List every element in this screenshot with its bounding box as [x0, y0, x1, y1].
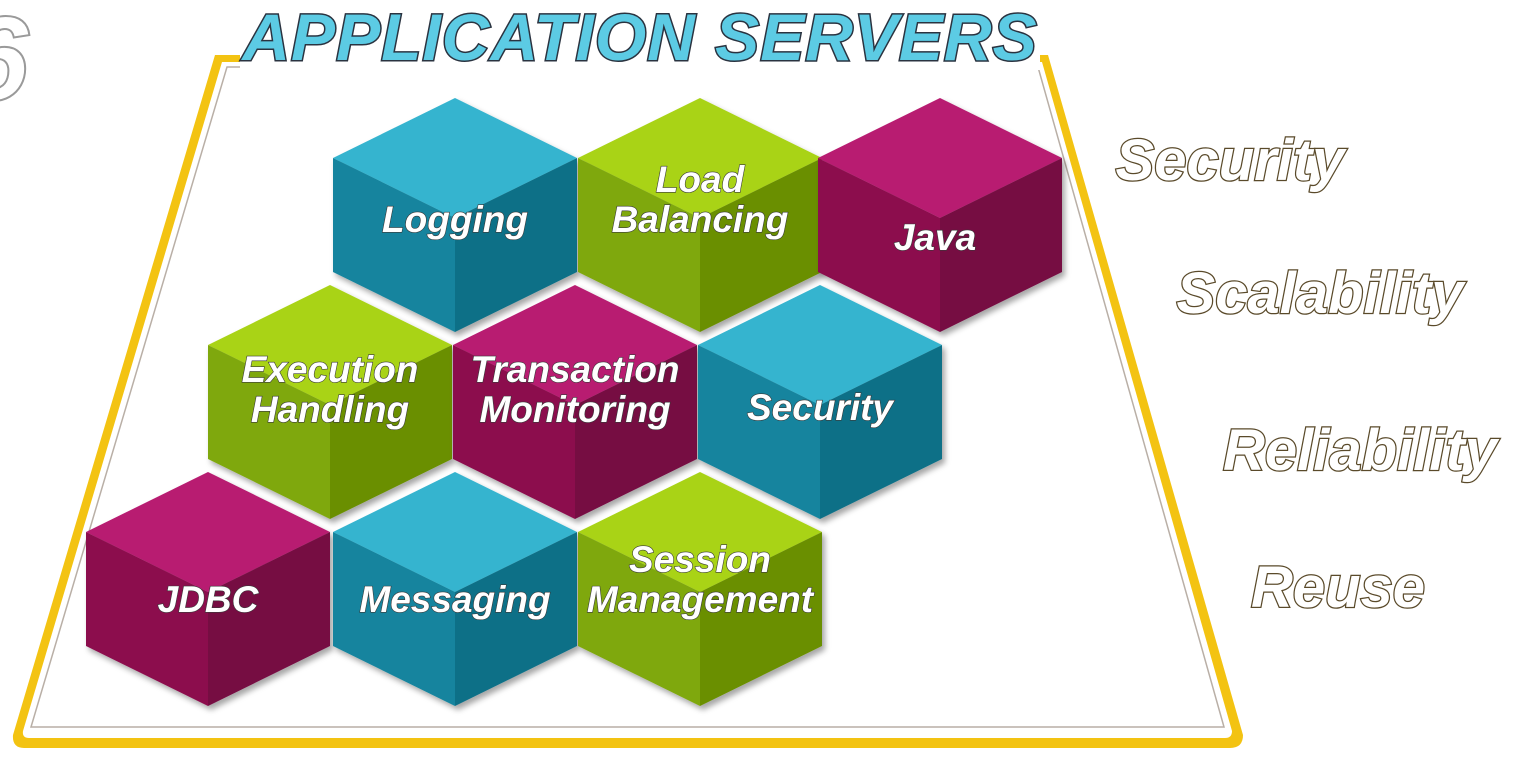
- cube-right-face: [455, 532, 577, 706]
- cube-logging: [333, 98, 577, 332]
- cube-label-logging: Logging: [382, 199, 528, 240]
- benefit-security: Security: [1116, 128, 1348, 193]
- cube-label-line: Balancing: [612, 199, 789, 240]
- benefit-reliability: Reliability: [1223, 418, 1500, 483]
- cube-left-face: [818, 158, 940, 332]
- benefit-scalability: Scalability: [1177, 261, 1467, 326]
- cube-label-line: Java: [894, 217, 976, 258]
- cube-right-face: [455, 158, 577, 332]
- cube-load-balancing: [578, 98, 822, 332]
- cube-messaging: [333, 472, 577, 706]
- cube-right-face: [330, 345, 452, 519]
- cube-label-line: Load: [656, 159, 746, 200]
- cube-right-face: [700, 532, 822, 706]
- cube-execution-handling: [208, 285, 452, 519]
- cube-left-face: [86, 532, 208, 706]
- cube-label-messaging: Messaging: [359, 579, 550, 620]
- cube-right-face: [575, 345, 697, 519]
- cube-label-line: Execution: [242, 349, 419, 390]
- cube-label-line: Logging: [382, 199, 528, 240]
- cube-right-face: [940, 158, 1062, 332]
- cube-label-line: Messaging: [359, 579, 550, 620]
- cube-transaction-monitoring: [453, 285, 697, 519]
- cube-java: [818, 98, 1062, 332]
- cube-label-line: Monitoring: [479, 389, 670, 430]
- cube-left-face: [333, 532, 455, 706]
- cube-jdbc: [86, 472, 330, 706]
- cube-left-face: [453, 345, 575, 519]
- cube-label-java: Java: [894, 217, 976, 258]
- cube-left-face: [578, 532, 700, 706]
- diagram-title: APPLICATION SERVERS: [240, 0, 1037, 74]
- cube-label-security: Security: [747, 387, 895, 428]
- cube-label-line: Management: [587, 579, 815, 620]
- title-group: APPLICATION SERVERS: [239, 0, 1040, 76]
- cube-right-face: [700, 158, 822, 332]
- cube-left-face: [208, 345, 330, 519]
- cube-session-management: [578, 472, 822, 706]
- cube-label-line: Security: [747, 387, 895, 428]
- cube-right-face: [208, 532, 330, 706]
- cube-label-jdbc: JDBC: [158, 579, 260, 620]
- cube-label-line: JDBC: [158, 579, 260, 620]
- corner-glyph: 6: [0, 0, 30, 126]
- cube-label-line: Session: [629, 539, 771, 580]
- cube-label-line: Transaction: [470, 349, 679, 390]
- cube-right-face: [820, 345, 942, 519]
- benefit-reuse: Reuse: [1251, 555, 1425, 620]
- cube-label-line: Handling: [251, 389, 409, 430]
- cube-left-face: [333, 158, 455, 332]
- cube-left-face: [698, 345, 820, 519]
- cube-left-face: [578, 158, 700, 332]
- benefits-list: Security Scalability Reliability Reuse: [1114, 127, 1501, 622]
- cube-security: [698, 285, 942, 519]
